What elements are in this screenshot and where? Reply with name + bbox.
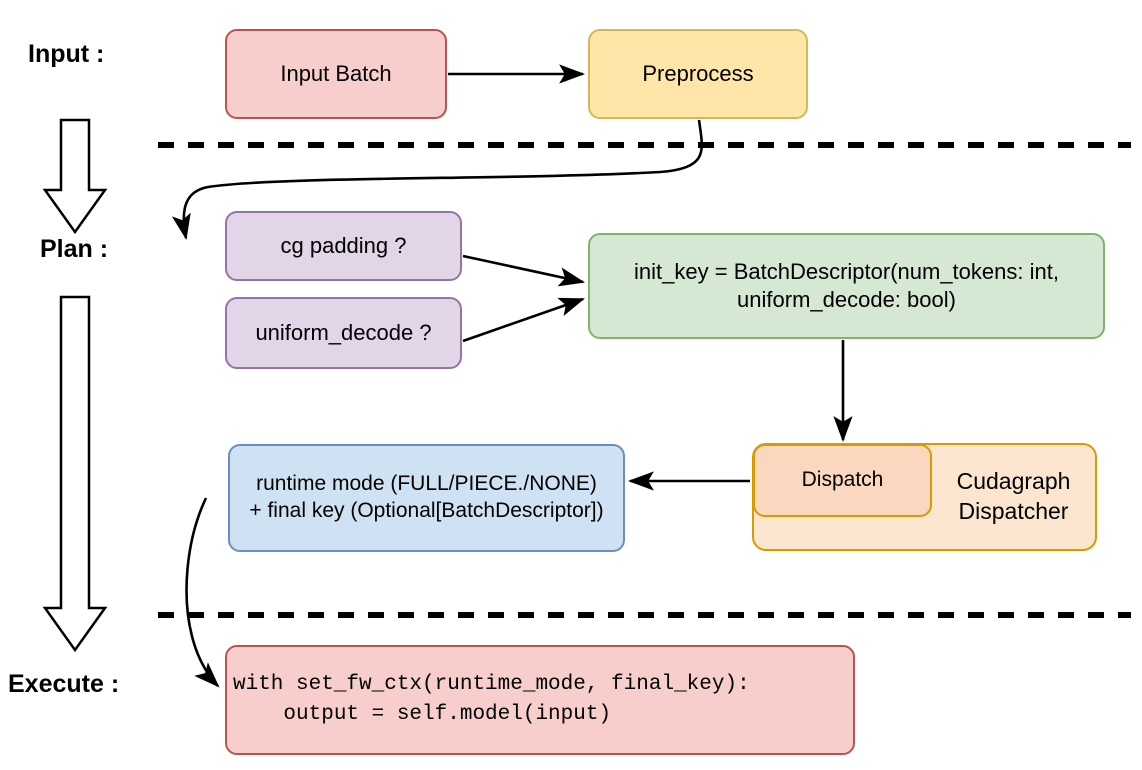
node-init-key-line2: uniform_decode: bool) [737, 287, 956, 312]
cudagraph-dispatcher-line1: Cudagraph [956, 468, 1071, 495]
node-input-batch[interactable]: Input Batch [225, 29, 447, 119]
node-cg-padding[interactable]: cg padding ? [225, 211, 462, 281]
node-runtime-mode-line2: + final key (Optional[BatchDescriptor]) [249, 499, 604, 522]
stage-label-execute: Execute : [8, 670, 120, 698]
node-execute-code-line2: output = self.model(input) [233, 703, 612, 726]
node-preprocess[interactable]: Preprocess [588, 29, 808, 119]
node-init-key[interactable]: init_key = BatchDescriptor(num_tokens: i… [588, 233, 1105, 339]
stage-label-plan: Plan : [40, 235, 109, 263]
node-dispatch[interactable]: Dispatch [753, 444, 932, 517]
arrow-runtime-mode-to-execute-code [185, 497, 220, 688]
arrow-cg-padding-to-init-key [462, 254, 586, 287]
arrow-uniform-decode-to-init-key [462, 297, 585, 343]
node-cudagraph-dispatcher-label: Cudagraph Dispatcher [930, 443, 1097, 551]
node-execute-code[interactable]: with set_fw_ctx(runtime_mode, final_key)… [225, 645, 855, 755]
node-execute-code-line1: with set_fw_ctx(runtime_mode, final_key)… [233, 673, 750, 697]
plan-to-execute-bigarrow [42, 295, 108, 653]
node-uniform-decode[interactable]: uniform_decode ? [225, 297, 462, 369]
node-runtime-mode-line1: runtime mode (FULL/PIECE./NONE) [256, 472, 597, 496]
cudagraph-dispatcher-line2: Dispatcher [958, 498, 1069, 524]
input-to-plan-bigarrow [42, 118, 108, 235]
stage-label-input: Input : [28, 40, 105, 68]
node-runtime-mode[interactable]: runtime mode (FULL/PIECE./NONE) + final … [228, 444, 625, 552]
node-init-key-line1: init_key = BatchDescriptor(num_tokens: i… [634, 258, 1059, 284]
